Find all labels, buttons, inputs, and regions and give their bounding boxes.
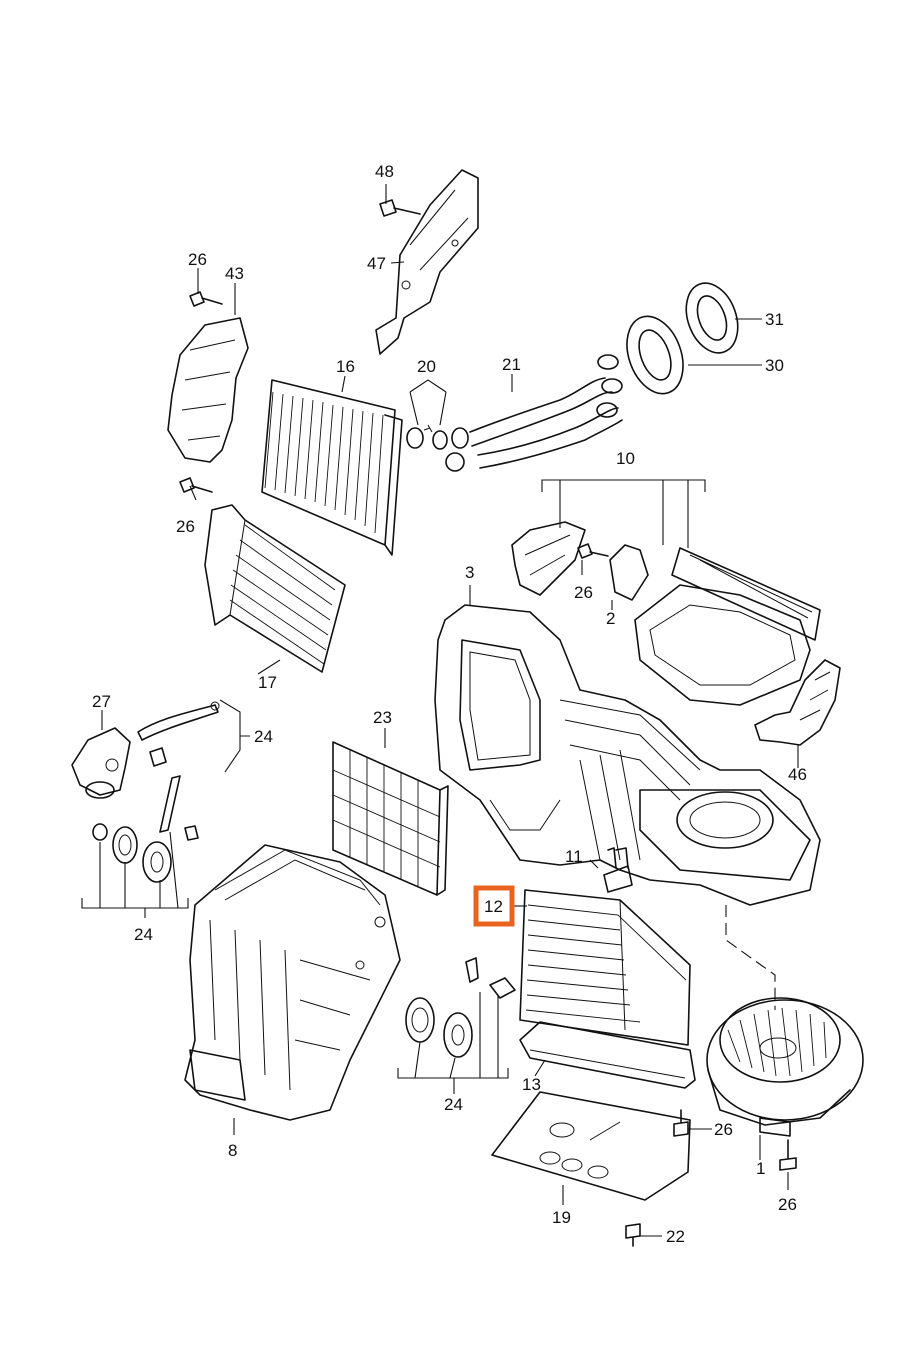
label-43: 43	[225, 264, 244, 283]
resistor-11	[603, 847, 633, 893]
label-24-c: 24	[444, 1095, 463, 1114]
label-12: 12	[484, 897, 503, 916]
label-47: 47	[367, 254, 386, 273]
label-20: 20	[417, 357, 436, 376]
connectors-20	[406, 424, 469, 472]
label-19: 19	[552, 1208, 571, 1227]
label-26-b: 26	[176, 517, 195, 536]
label-48: 48	[375, 162, 394, 181]
label-2: 2	[606, 609, 615, 628]
bolt-26-top	[189, 291, 223, 307]
part-labels: 48 47 26 43 16 20 21 31 30 10 26 3 26 2 …	[92, 162, 807, 1246]
linkages-24	[137, 701, 220, 841]
label-26-e: 26	[778, 1195, 797, 1214]
label-31: 31	[765, 310, 784, 329]
label-24-a: 24	[254, 727, 273, 746]
label-1: 1	[756, 1159, 765, 1178]
gears-24	[92, 823, 172, 883]
label-23: 23	[373, 708, 392, 727]
label-11: 11	[565, 847, 583, 866]
label-26-c: 26	[574, 583, 593, 602]
label-27: 27	[92, 692, 111, 711]
label-17: 17	[258, 673, 277, 692]
cover-19	[491, 1091, 691, 1201]
filter-frame-13	[519, 1021, 696, 1089]
label-21: 21	[502, 355, 521, 374]
heat-exchanger-16	[261, 379, 403, 556]
bolt-26-cover	[673, 1109, 689, 1137]
bolt-26-blower	[779, 1139, 797, 1171]
bolt-26-left	[179, 477, 213, 493]
bracket-47	[375, 169, 479, 355]
label-26-d: 26	[714, 1120, 733, 1139]
label-46: 46	[788, 765, 807, 784]
label-10: 10	[616, 449, 635, 468]
bolt-22	[625, 1223, 641, 1247]
label-13: 13	[522, 1075, 541, 1094]
actuator-2	[609, 544, 649, 601]
actuator-10-left	[511, 521, 586, 596]
bolt-48	[379, 199, 421, 217]
label-3: 3	[465, 563, 474, 582]
label-22: 22	[666, 1227, 685, 1246]
blower-1	[706, 997, 864, 1137]
label-8: 8	[228, 1141, 237, 1160]
seal-30	[626, 315, 684, 395]
dust-filter-12	[519, 889, 691, 1046]
bracket-43	[167, 317, 249, 463]
label-16: 16	[336, 357, 355, 376]
evaporator-17	[204, 504, 346, 673]
motor-27	[71, 727, 131, 799]
label-30: 30	[765, 356, 784, 375]
housing-3	[434, 604, 821, 906]
label-24-b: 24	[134, 925, 153, 944]
label-26-a: 26	[188, 250, 207, 269]
distribution-housing-8	[184, 844, 401, 1121]
pipes-21	[469, 354, 623, 469]
highlight-box-12	[473, 885, 515, 927]
bolt-26-mid	[577, 543, 609, 559]
filter-23	[332, 741, 449, 896]
leader-lines	[81, 184, 799, 1237]
duct-46	[754, 659, 841, 746]
flap-housing-10	[634, 547, 821, 706]
seal-31	[685, 282, 739, 354]
gears-24-right	[405, 957, 516, 1058]
